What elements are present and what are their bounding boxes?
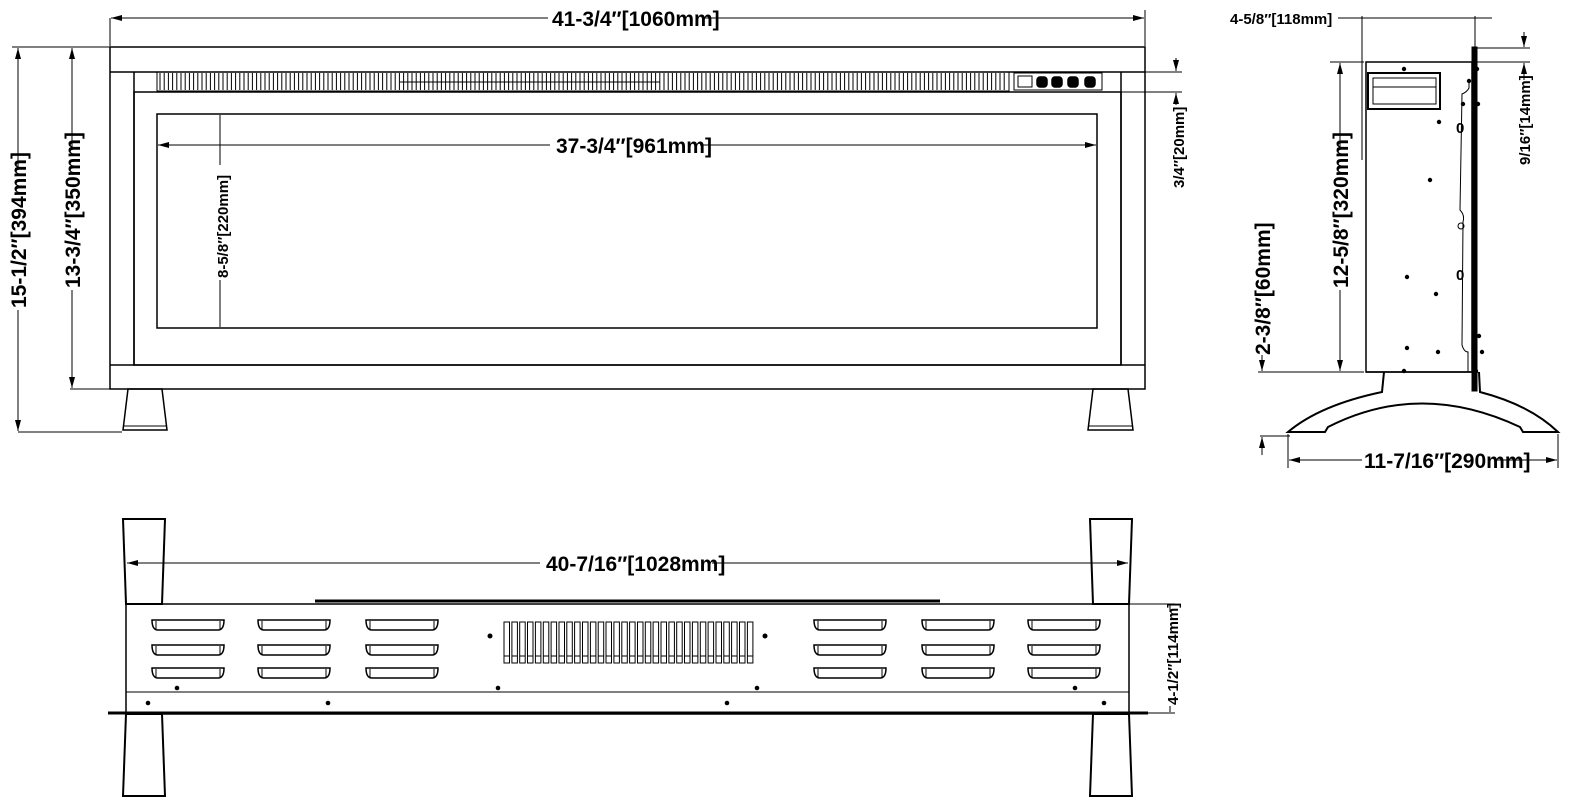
- side-label-0a: 0: [1456, 120, 1464, 137]
- dim-overall-width: 41-3/4″[1060mm]: [552, 8, 720, 31]
- dim-side-top-offset: 9/16″[14mm]: [1517, 75, 1534, 165]
- dim-body-height: 13-3/4″[350mm]: [62, 132, 85, 288]
- dim-side-body-height: 12-5/8″[320mm]: [1330, 132, 1353, 288]
- dim-side-foot-height: 2-3/8″[60mm]: [1252, 222, 1275, 355]
- front-view: [12, 10, 1182, 433]
- dim-top-depth: 4-1/2″[114mm]: [1165, 603, 1182, 705]
- side-view: [1258, 16, 1561, 468]
- side-label-0b: 0: [1456, 267, 1464, 284]
- front-left-foot: [122, 388, 168, 431]
- control-panel: [1013, 72, 1103, 91]
- top-grille: [156, 71, 1010, 92]
- top-view: [108, 518, 1175, 797]
- dim-top-trim: 3/4″[20mm]: [1171, 107, 1188, 188]
- dim-side-foot-width: 11-7/16″[290mm]: [1364, 450, 1531, 473]
- dim-opening-height: 8-5/8″[220mm]: [215, 175, 232, 278]
- front-right-foot: [1087, 388, 1134, 431]
- dim-overall-height: 15-1/2″[394mm]: [8, 152, 31, 308]
- dim-side-depth: 4-5/8″[118mm]: [1230, 11, 1332, 28]
- dim-top-width: 40-7/16″[1028mm]: [546, 553, 725, 576]
- dim-opening-width: 37-3/4″[961mm]: [556, 135, 712, 158]
